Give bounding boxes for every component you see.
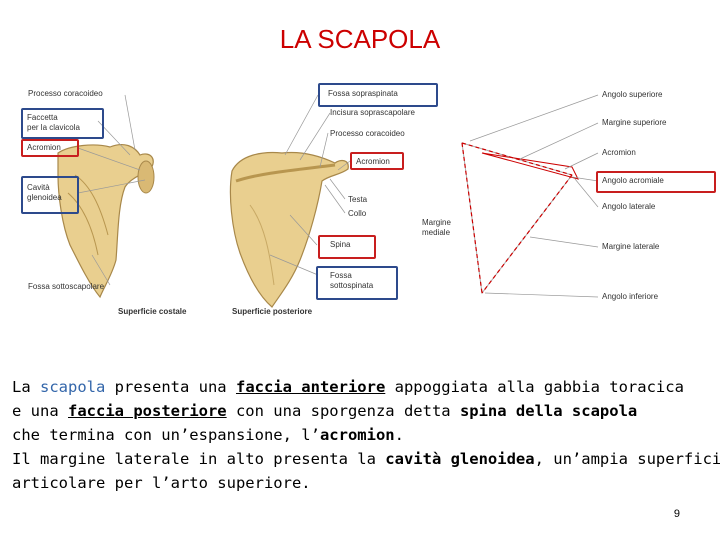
label-spina: Spina — [330, 240, 351, 249]
term-faccia-anteriore: faccia anteriore — [235, 378, 386, 396]
label-angolo-laterale: Angolo laterale — [602, 202, 656, 211]
page-title: LA SCAPOLA — [279, 24, 441, 54]
label-processo-coracoideo-anterior: Processo coracoideo — [28, 89, 103, 98]
text-fragment: presenta una — [105, 378, 236, 396]
text-line-5: articolare per l’arto superiore. — [12, 474, 311, 492]
text-fragment: con una sporgenza detta — [226, 402, 460, 420]
highlight-angolo-acromiale — [596, 171, 716, 193]
text-line-2: e una faccia posteriore con una sporgenz… — [12, 399, 712, 423]
description-text: La scapola presenta una faccia anteriore… — [12, 375, 720, 495]
label-margine-mediale-line1: Margine — [422, 218, 451, 227]
highlight-acromion-anterior — [21, 139, 79, 157]
text-line-1: La scapola presenta una faccia anteriore… — [12, 375, 712, 399]
term-faccia-posteriore: faccia posteriore — [68, 402, 227, 420]
label-faccetta-line2: per la clavicola — [27, 123, 80, 132]
term-scapola: scapola — [40, 378, 106, 396]
scapula-figure: Processo coracoideo Faccetta per la clav… — [0, 75, 720, 325]
label-processo-coracoideo-posterior: Processo coracoideo — [330, 129, 405, 138]
scapula-illustration — [57, 94, 599, 308]
page-number: 9 — [673, 508, 680, 520]
highlight-cavita-glenoidea — [21, 176, 79, 214]
label-margine-laterale: Margine laterale — [602, 242, 660, 251]
label-testa: Testa — [348, 195, 368, 204]
label-fossa-sottoscapolare: Fossa sottoscapolare — [28, 282, 105, 291]
label-collo: Collo — [348, 209, 367, 218]
label-acromion-schematic: Acromion — [602, 148, 636, 157]
term-spina-della-scapola: spina della scapola — [459, 402, 638, 420]
label-margine-mediale-line2: mediale — [422, 228, 451, 237]
text-line-3: che termina con un’espansione, l’acromio… — [12, 423, 712, 447]
label-margine-superiore: Margine superiore — [602, 118, 667, 127]
text-fragment: La — [12, 378, 40, 396]
label-fossa-sopraspinata: Fossa sopraspinata — [328, 89, 398, 98]
label-angolo-superiore: Angolo superiore — [602, 90, 663, 99]
text-line-4: Il margine laterale in alto presenta la … — [12, 447, 720, 471]
highlight-fossa-sopraspinata — [318, 83, 438, 107]
label-fossa-sottospinata-line1: Fossa — [330, 271, 352, 280]
term-acromion: acromion — [319, 426, 395, 444]
label-angolo-acromiale: Angolo acromiale — [602, 176, 664, 185]
label-superficie-posteriore: Superficie posteriore — [232, 307, 313, 316]
posterior-scapula-shape — [229, 151, 349, 308]
text-fragment: , un’ampia superficie — [534, 450, 720, 468]
label-faccetta-line1: Faccetta — [27, 113, 58, 122]
label-cavita-line1: Cavità — [27, 183, 50, 192]
text-fragment: . — [394, 426, 404, 444]
label-incisura: Incisura soprascapolare — [330, 108, 415, 117]
highlight-faccetta — [21, 108, 104, 139]
anterior-scapula-shape — [57, 143, 154, 299]
label-acromion-posterior: Acromion — [356, 157, 390, 166]
text-fragment: appoggiata alla gabbia toracica — [385, 378, 684, 396]
text-fragment: Il margine laterale in alto presenta la — [12, 450, 386, 468]
label-acromion-anterior: Acromion — [27, 143, 61, 152]
label-fossa-sottospinata-line2: sottospinata — [330, 281, 374, 290]
text-fragment: e una — [12, 402, 68, 420]
label-superficie-costale: Superficie costale — [118, 307, 187, 316]
highlight-acromion-posterior — [350, 152, 404, 170]
highlight-spina — [318, 235, 376, 259]
text-fragment: che termina con un’espansione, l’ — [12, 426, 320, 444]
label-angolo-inferiore: Angolo inferiore — [602, 292, 659, 301]
label-cavita-line2: glenoidea — [27, 193, 62, 202]
term-cavita-glenoidea: cavità glenoidea — [385, 450, 535, 468]
highlight-fossa-sottospinata — [316, 266, 398, 300]
